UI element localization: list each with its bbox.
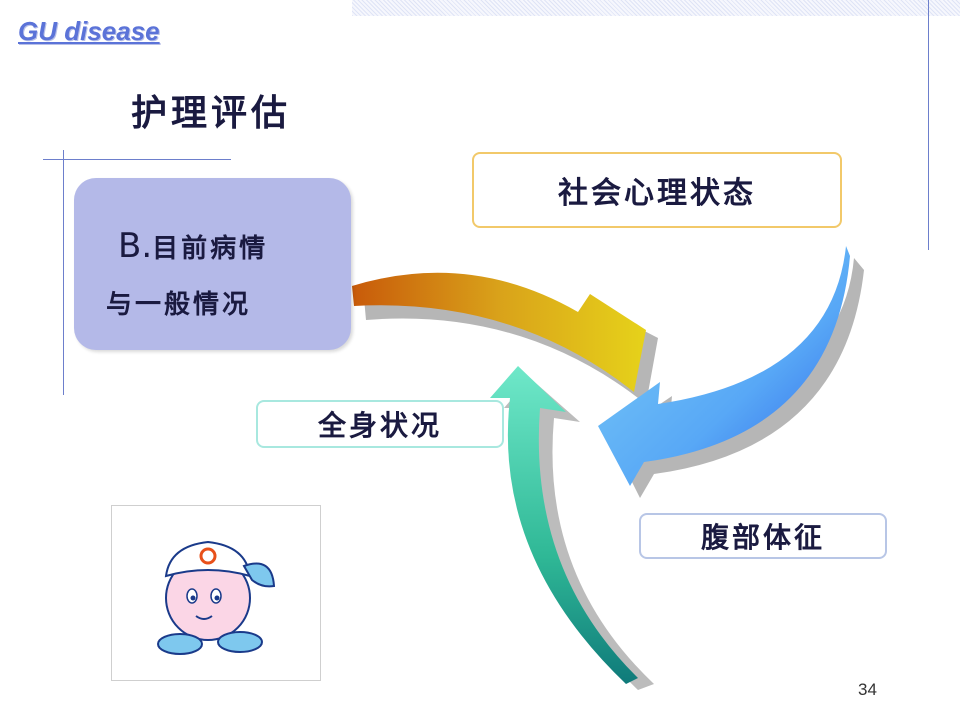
current-condition-line2: 与一般情况	[106, 290, 252, 320]
decor-line-left	[63, 150, 64, 395]
slide-header-title: GU disease	[18, 16, 160, 46]
slide-heading: 护理评估	[131, 93, 292, 134]
arrow-teal	[490, 366, 638, 684]
header-decor-band	[352, 0, 960, 16]
nurse-mascot-icon	[157, 540, 276, 655]
node-abdominal-signs: 腹部体征	[639, 513, 887, 559]
arrow-orange	[352, 272, 646, 392]
node-social-psychological: 社会心理状态	[472, 152, 842, 228]
arrow-blue	[598, 246, 850, 486]
arrow-teal-shadow	[504, 378, 654, 690]
current-condition-line1: B.目前病情	[118, 226, 268, 266]
current-condition-box	[74, 178, 351, 350]
node-general-condition: 全身状况	[256, 400, 504, 448]
nurse-mascot-image	[111, 505, 321, 681]
arrow-orange-shadow	[364, 285, 658, 404]
decor-line-top	[43, 159, 231, 160]
condition-line1-text: 目前病情	[152, 234, 269, 264]
page-number: 34	[858, 680, 877, 699]
decor-line-right	[928, 0, 929, 250]
condition-prefix: B.	[118, 226, 153, 266]
